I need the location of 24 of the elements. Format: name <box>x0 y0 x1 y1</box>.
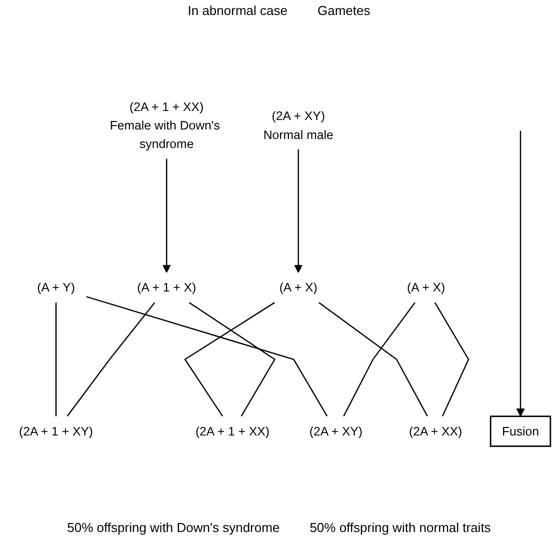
arrow <box>162 158 171 273</box>
arrow <box>516 130 525 417</box>
node-text: (A + X) <box>407 280 446 294</box>
node-box: Fusion <box>490 416 552 447</box>
note-text: 50% offspring with Down's syndrome <box>67 520 280 535</box>
connector <box>434 302 470 417</box>
node-text: (2A + 1 + XX) Female with Down's syndrome <box>110 99 220 151</box>
node-text: (2A + XY) Normal male <box>263 108 334 142</box>
node-text: (2A + XX) <box>408 424 462 438</box>
connector <box>66 302 156 417</box>
node-text: (A + 1 + X) <box>137 280 196 294</box>
heading-text: In abnormal case <box>188 3 288 18</box>
node-text: (2A + 1 + XY) <box>18 424 94 438</box>
connector <box>55 302 57 416</box>
node-text: (A + X) <box>279 280 318 294</box>
node-text: (A + Y) <box>37 280 75 294</box>
arrow <box>294 149 303 273</box>
connector <box>318 302 428 417</box>
node-text: (2A + XY) <box>309 424 363 438</box>
note-text: 50% offspring with normal traits <box>310 520 491 535</box>
connector <box>86 296 328 417</box>
node-text: (2A + 1 + XX) <box>195 424 270 438</box>
row-label: Gametes <box>317 3 370 18</box>
connector <box>343 302 416 417</box>
